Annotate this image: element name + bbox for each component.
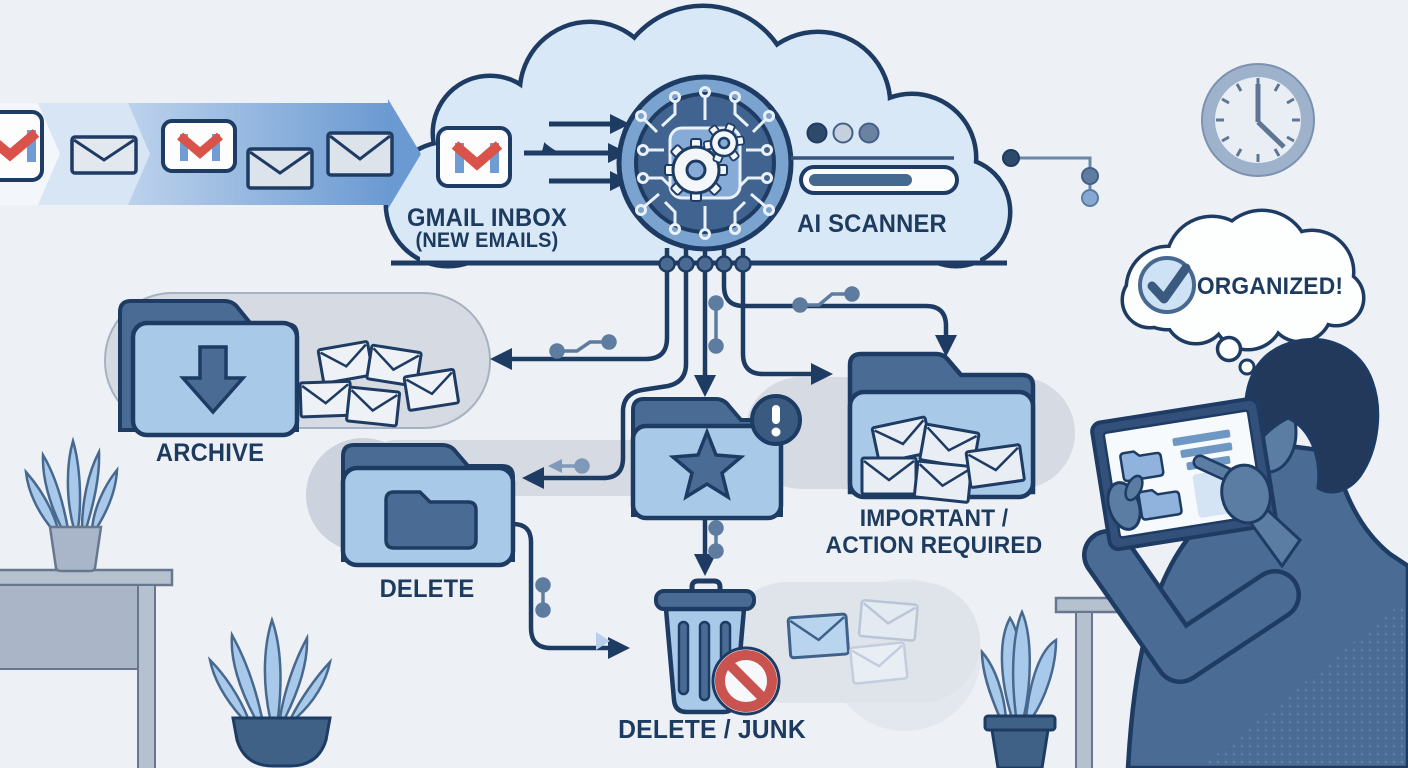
- person-right-hand: [1192, 454, 1302, 569]
- flow-arrowheads: [490, 335, 957, 659]
- gmail-icon: [0, 110, 44, 182]
- junk-envelopes: [786, 599, 919, 685]
- incoming-mail-flow: [0, 99, 421, 209]
- person-left-arm: [1082, 529, 1301, 684]
- important-label-line1: IMPORTANT /: [859, 505, 1009, 532]
- plant-icon: [980, 608, 1058, 768]
- no-entry-icon: [711, 646, 781, 716]
- new-emails-sublabel: (NEW EMAILS): [415, 229, 559, 252]
- person-icon: [1082, 337, 1408, 768]
- person-left-hand: [1106, 474, 1144, 531]
- flow-connectors: [510, 248, 949, 651]
- desk-icon: [0, 568, 174, 768]
- status-dots: [806, 122, 880, 144]
- archive-folder-icon: [118, 299, 300, 438]
- important-label: IMPORTANT / ACTION REQUIRED: [825, 505, 1043, 560]
- clock-icon: [1201, 63, 1315, 177]
- circuit-decorations: [535, 286, 952, 618]
- alert-badge-icon: [750, 394, 802, 446]
- download-arrow-icon: [179, 345, 247, 415]
- archive-label: ARCHIVE: [155, 439, 265, 467]
- person-hair: [1244, 337, 1380, 494]
- important-label-line2: ACTION REQUIRED: [825, 531, 1043, 559]
- envelope-icon: [246, 147, 314, 190]
- plant-icon: [24, 436, 119, 573]
- plant-icon: [207, 616, 333, 768]
- folder-icon: [384, 490, 478, 550]
- gear-icon: [702, 122, 746, 164]
- tablet-folder-icon: [1119, 450, 1165, 483]
- envelope-icon: [326, 131, 394, 177]
- decor-arrowhead: [548, 459, 562, 473]
- star-icon: [668, 427, 746, 501]
- star-folder-icon: [630, 394, 802, 521]
- shirt-texture: [1200, 598, 1408, 768]
- gmail-inbox-label: GMAIL INBOX: [406, 204, 568, 232]
- circuit-traces: [635, 86, 775, 240]
- delete-label: DELETE: [379, 575, 475, 603]
- important-envelopes: [860, 415, 1026, 504]
- decor-chevron: [596, 632, 610, 650]
- ai-chip-icon: [616, 74, 794, 252]
- circuit-wire: [1002, 149, 1099, 207]
- archived-envelopes: [298, 340, 460, 428]
- gmail-icon: [436, 126, 512, 188]
- envelope-icon: [70, 135, 138, 175]
- delete-junk-label: DELETE / JUNK: [618, 714, 806, 744]
- trash-icon: [654, 578, 756, 715]
- feed-arrows: [524, 121, 612, 184]
- important-folder-icon: [847, 351, 1036, 504]
- gmail-icon: [161, 119, 237, 173]
- ai-scanner-label: AI SCANNER: [797, 210, 947, 238]
- progress-bar: [799, 165, 959, 195]
- organized-label: ORGANIZED!: [1196, 273, 1344, 300]
- checkmark-icon: [1138, 256, 1196, 314]
- gear-icon: [664, 138, 728, 202]
- cloud-node-dots: [658, 255, 752, 273]
- delete-folder-icon: [340, 443, 516, 568]
